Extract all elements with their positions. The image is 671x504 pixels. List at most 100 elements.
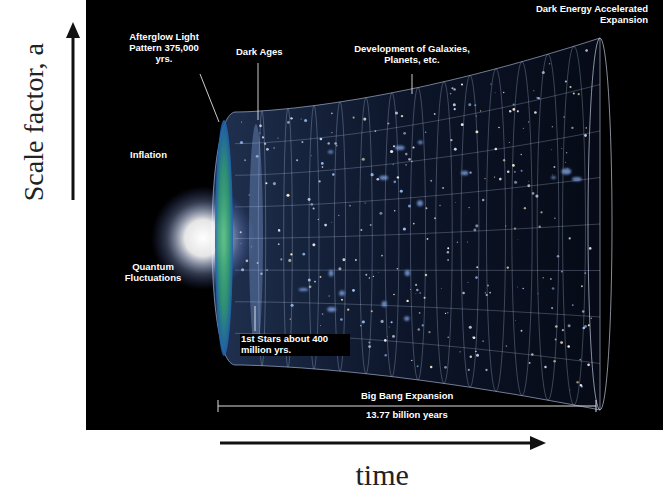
star [475, 276, 478, 279]
star [454, 108, 456, 110]
star [474, 104, 476, 106]
star [390, 150, 393, 153]
star [560, 341, 563, 344]
star [308, 278, 311, 281]
star [453, 103, 456, 106]
galaxy [395, 145, 404, 150]
leader-line [412, 74, 413, 94]
star [457, 242, 459, 244]
star [514, 171, 516, 173]
star [401, 115, 403, 117]
star [304, 119, 307, 122]
star [403, 227, 406, 230]
star [355, 259, 357, 261]
star [506, 345, 508, 347]
epoch-label: Quantum Fluctuations [116, 262, 190, 284]
star [393, 294, 395, 296]
star [513, 104, 515, 106]
star [424, 297, 426, 299]
star [384, 354, 386, 356]
star [389, 326, 390, 327]
star [470, 356, 472, 358]
star [387, 122, 389, 124]
star [278, 229, 281, 232]
star [447, 312, 448, 313]
star [514, 181, 517, 184]
star [331, 132, 332, 133]
star [472, 337, 474, 339]
star [353, 117, 355, 119]
star [561, 148, 563, 150]
arrowhead [66, 22, 80, 38]
star [482, 340, 484, 342]
star [480, 110, 481, 111]
star [587, 363, 590, 366]
star [540, 211, 542, 213]
star [352, 289, 355, 292]
star [578, 93, 580, 95]
star [302, 253, 305, 256]
star [288, 259, 291, 262]
star [524, 207, 526, 209]
star [551, 149, 553, 151]
star [447, 336, 449, 338]
star [454, 148, 457, 151]
star [434, 113, 436, 115]
galaxy [299, 288, 308, 291]
star [563, 116, 564, 117]
star [265, 182, 267, 184]
star [422, 324, 424, 326]
star [318, 219, 319, 220]
star [369, 277, 370, 278]
star [527, 184, 530, 187]
black-background [86, 0, 663, 430]
star [320, 276, 322, 278]
galaxy [329, 270, 334, 276]
bracket-tick [218, 400, 219, 412]
star [338, 267, 341, 270]
star [528, 121, 529, 122]
star [434, 217, 436, 219]
star [411, 161, 413, 163]
star [377, 178, 380, 181]
star [287, 121, 290, 124]
star [486, 294, 488, 296]
star [362, 158, 365, 161]
star [445, 313, 446, 314]
star [585, 49, 588, 52]
grid-line [235, 270, 600, 271]
star [517, 110, 519, 112]
grid-line [235, 302, 600, 317]
star [494, 92, 496, 94]
star [576, 381, 579, 384]
star [555, 325, 558, 328]
epoch-label: Dark Ages [236, 47, 283, 58]
star [324, 224, 327, 227]
star [331, 113, 333, 115]
star [514, 227, 516, 229]
star [475, 130, 478, 133]
star [381, 255, 383, 257]
star [537, 293, 538, 294]
dark-ages-band [249, 124, 263, 352]
star [430, 366, 432, 368]
star [320, 325, 322, 327]
star [403, 132, 406, 135]
star [290, 253, 292, 255]
star [521, 170, 523, 172]
afterglow-disc [215, 120, 233, 356]
star [320, 138, 323, 141]
star [370, 224, 372, 226]
star [318, 180, 320, 182]
star [565, 162, 566, 163]
star [360, 325, 361, 326]
star [278, 243, 280, 245]
star [467, 241, 469, 243]
star [442, 187, 444, 189]
galaxy [382, 301, 387, 307]
star [462, 292, 465, 295]
star [368, 345, 371, 348]
galaxy [380, 176, 389, 180]
star [553, 166, 555, 168]
